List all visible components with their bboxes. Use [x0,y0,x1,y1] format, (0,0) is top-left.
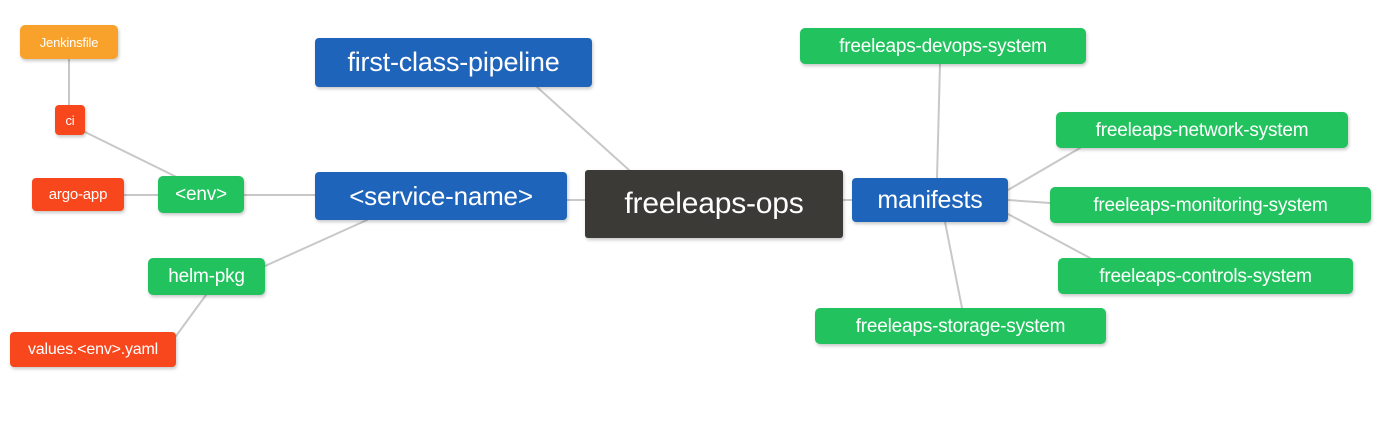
node-label-freeleaps-controls-system: freeleaps-controls-system [1099,265,1312,287]
node-freeleaps-monitoring-system[interactable]: freeleaps-monitoring-system [1050,187,1371,223]
edge-manifests-devops [936,63,941,179]
node-label-freeleaps-ops: freeleaps-ops [624,187,804,220]
node-freeleaps-devops-system[interactable]: freeleaps-devops-system [800,28,1086,64]
node-freeleaps-network-system[interactable]: freeleaps-network-system [1056,112,1348,148]
node-freeleaps-ops[interactable]: freeleaps-ops [585,170,843,238]
node-ci[interactable]: ci [55,105,85,135]
node-values-yaml[interactable]: values.<env>.yaml [10,332,176,367]
node-manifests[interactable]: manifests [852,178,1008,222]
edge-pipeline-root [536,86,630,171]
node-first-class-pipeline[interactable]: first-class-pipeline [315,38,592,87]
node-label-freeleaps-network-system: freeleaps-network-system [1095,119,1309,141]
node-freeleaps-controls-system[interactable]: freeleaps-controls-system [1058,258,1353,294]
node-label-jenkinsfile: Jenkinsfile [39,34,99,50]
node-label-values-yaml: values.<env>.yaml [27,340,158,358]
node-helm-pkg[interactable]: helm-pkg [148,258,265,295]
node-label-first-class-pipeline: first-class-pipeline [347,47,560,77]
node-label-freeleaps-storage-system: freeleaps-storage-system [855,315,1066,337]
node-label-freeleaps-monitoring-system: freeleaps-monitoring-system [1093,194,1328,216]
node-argo-app[interactable]: argo-app [32,178,124,211]
node-service-name[interactable]: <service-name> [315,172,567,220]
node-freeleaps-storage-system[interactable]: freeleaps-storage-system [815,308,1106,344]
node-label-helm-pkg: helm-pkg [168,266,245,287]
node-label-ci: ci [65,112,75,128]
node-label-argo-app: argo-app [48,186,108,203]
node-jenkinsfile[interactable]: Jenkinsfile [20,25,118,59]
edge-helm-pkg-service-name [264,219,368,267]
edge-values-helm-pkg [175,294,207,337]
node-label-freeleaps-devops-system: freeleaps-devops-system [839,35,1047,57]
node-label-env: <env> [175,184,227,205]
node-env[interactable]: <env> [158,176,244,213]
edge-manifests-monitoring [1007,199,1051,204]
edge-manifests-network [1007,147,1081,191]
edge-manifests-storage [944,221,963,309]
node-label-service-name: <service-name> [349,181,533,211]
node-label-manifests: manifests [877,185,983,214]
